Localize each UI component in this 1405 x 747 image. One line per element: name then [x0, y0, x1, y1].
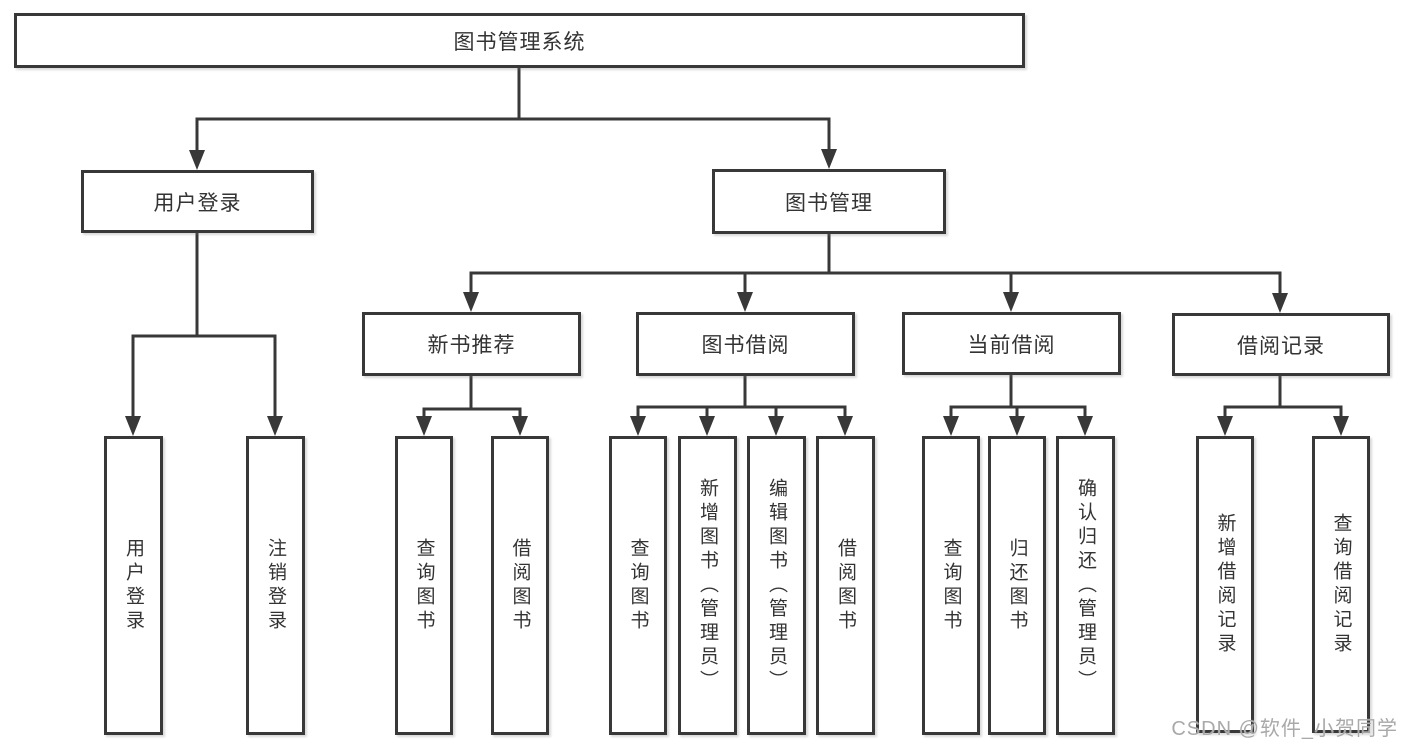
leaf-query-books-recommend: 查询图书 — [395, 436, 453, 735]
node-new-book-recommend: 新书推荐 — [362, 312, 581, 376]
leaf-borrow-books: 借阅图书 — [816, 436, 875, 735]
leaf-label: 查询图书 — [627, 537, 649, 634]
csdn-watermark: CSDN @软件_小贺同学 — [1171, 718, 1398, 740]
leaf-label: 用户登录 — [123, 537, 144, 634]
leaf-user-login: 用户登录 — [104, 436, 163, 735]
leaf-label: 编辑图书（管理员） — [766, 477, 787, 694]
leaf-edit-books-admin: 编辑图书（管理员） — [747, 436, 806, 735]
node-current-borrow: 当前借阅 — [902, 312, 1121, 375]
leaf-add-borrow-record: 新增借阅记录 — [1196, 436, 1254, 733]
leaf-label: 借阅图书 — [835, 537, 856, 634]
node-root-system: 图书管理系统 — [14, 13, 1025, 68]
leaf-label: 查询借阅记录 — [1330, 512, 1352, 657]
node-book-management-branch: 图书管理 — [712, 169, 946, 234]
leaf-logout: 注销登录 — [246, 436, 305, 735]
leaf-confirm-return-admin: 确认归还（管理员） — [1056, 436, 1115, 735]
leaf-borrow-books-recommend: 借阅图书 — [491, 436, 549, 735]
leaf-label: 新增借阅记录 — [1214, 512, 1236, 657]
leaf-label: 归还图书 — [1006, 537, 1028, 634]
node-book-borrow: 图书借阅 — [636, 312, 855, 376]
leaf-label: 注销登录 — [265, 537, 286, 634]
node-user-login-branch: 用户登录 — [81, 170, 314, 233]
leaf-label: 查询图书 — [413, 537, 435, 634]
leaf-label: 确认归还（管理员） — [1075, 477, 1096, 694]
leaf-label: 新增图书（管理员） — [697, 477, 718, 694]
leaf-add-books-admin: 新增图书（管理员） — [678, 436, 737, 735]
leaf-query-borrow-record: 查询借阅记录 — [1312, 436, 1370, 733]
node-borrow-records: 借阅记录 — [1172, 313, 1390, 376]
leaf-query-books-borrow: 查询图书 — [609, 436, 667, 735]
leaf-query-books-current: 查询图书 — [922, 436, 980, 735]
leaf-return-books: 归还图书 — [988, 436, 1046, 735]
leaf-label: 借阅图书 — [509, 537, 531, 634]
leaf-label: 查询图书 — [940, 537, 962, 634]
